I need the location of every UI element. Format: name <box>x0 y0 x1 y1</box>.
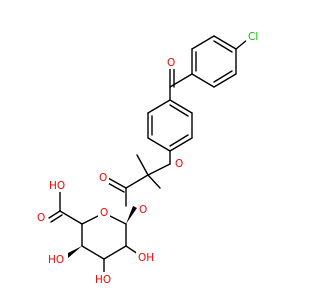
bond <box>136 154 149 176</box>
bond <box>103 245 127 260</box>
bond <box>191 73 215 88</box>
molecule-structure-diagram: Cl O O O O O HO O HO HO OH <box>35 29 264 286</box>
bond-layer <box>48 35 248 273</box>
ester-link-oxygen-label: O <box>139 204 147 216</box>
bond <box>169 134 189 147</box>
hydroxyl-bottom-label: HO <box>95 274 111 286</box>
bond <box>147 163 171 176</box>
ring-oxygen-label: O <box>100 207 108 219</box>
bond <box>59 210 83 225</box>
bond <box>107 177 127 189</box>
wedge-bond <box>66 246 82 258</box>
bond <box>147 174 161 189</box>
bond <box>169 104 189 117</box>
acid-hydroxyl-label: HO <box>49 180 65 192</box>
bond <box>81 245 105 260</box>
bond <box>147 137 171 152</box>
ester-carbonyl-oxygen-label: O <box>99 172 107 184</box>
hydroxyl-left-label: HO <box>48 254 64 266</box>
bond <box>147 99 171 114</box>
atom-label-layer: Cl O O O O O HO O HO HO OH <box>35 29 264 286</box>
bond <box>50 214 63 223</box>
chlorine-label: Cl <box>248 31 258 43</box>
bond <box>125 174 149 189</box>
bond <box>213 70 233 83</box>
bond <box>191 35 215 50</box>
wedge-bond <box>126 206 137 224</box>
ether-oxygen-label: O <box>175 158 183 170</box>
bond <box>213 73 237 88</box>
wedge-layer <box>66 206 137 258</box>
bond <box>169 99 193 114</box>
ketone-oxygen-label: O <box>167 57 175 69</box>
bond <box>48 210 61 219</box>
bond <box>169 137 193 152</box>
acid-carbonyl-oxygen-label: O <box>37 212 45 224</box>
bond <box>213 35 237 50</box>
bond <box>235 39 248 50</box>
hydroxyl-right-label: OH <box>138 252 154 264</box>
bond <box>213 40 233 53</box>
